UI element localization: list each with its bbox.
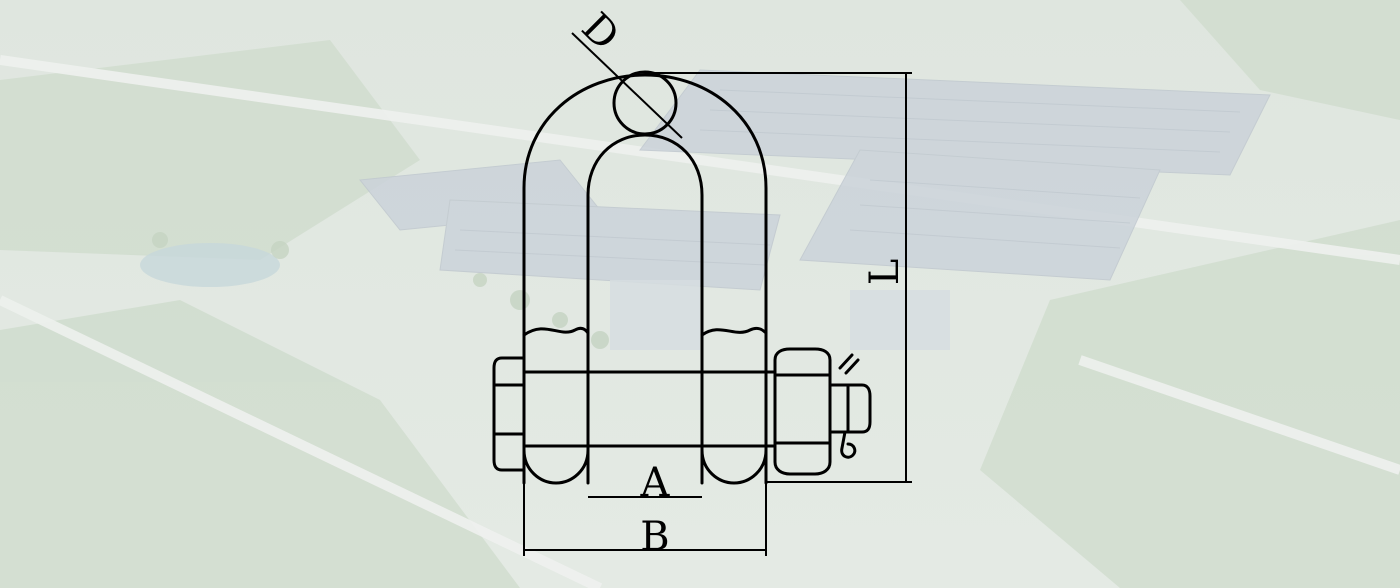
bolt-nut bbox=[773, 347, 832, 476]
leg-break-line-right bbox=[700, 326, 768, 337]
label-a: A bbox=[640, 460, 671, 506]
cotter-pin bbox=[838, 353, 860, 459]
leg-foot-left bbox=[522, 448, 590, 485]
label-l: L bbox=[862, 259, 908, 286]
shackle-bow-inner bbox=[586, 133, 704, 485]
pin-tail bbox=[828, 383, 872, 434]
dimension-line-d bbox=[571, 32, 683, 139]
label-b: B bbox=[640, 514, 669, 560]
bolt-head bbox=[492, 356, 526, 472]
shackle-bow-outer bbox=[522, 73, 768, 485]
leg-break-line-left bbox=[522, 326, 590, 337]
label-d: D bbox=[573, 4, 628, 59]
leg-foot-right bbox=[700, 448, 768, 485]
